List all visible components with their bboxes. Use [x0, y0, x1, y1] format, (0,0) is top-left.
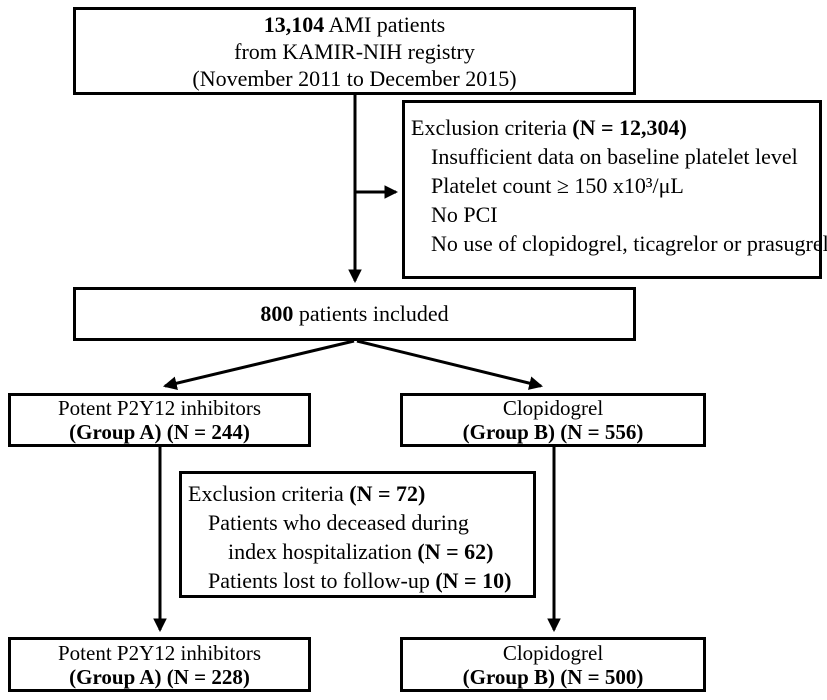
registry-line-2: from KAMIR-NIH registry — [234, 38, 475, 64]
registry-line-3: (November 2011 to December 2015) — [192, 65, 517, 91]
final-b-line-1: Clopidogrel — [502, 640, 604, 665]
exclusion-2-title-text: Exclusion criteria — [188, 481, 350, 506]
included-count: 800 — [260, 301, 294, 326]
exclusion-2-item-2-text: index hospitalization — [228, 539, 418, 564]
final-b-line-2: (Group B) (N = 500) — [462, 664, 644, 689]
box-final-group-a: Potent P2Y12 inhibitors (Group A) (N = 2… — [8, 637, 311, 692]
box-group-b: Clopidogrel (Group B) (N = 556) — [400, 393, 706, 447]
exclusion-1-item-3: No PCI — [431, 202, 498, 227]
exclusion-1-item-2: Platelet count ≥ 150 x10³/μL — [431, 173, 684, 198]
exclusion-2-item-3-text: Patients lost to follow-up — [208, 568, 436, 593]
exclusion-1-item-4: No use of clopidogrel, ticagrelor or pra… — [431, 231, 827, 256]
exclusion-2-item-2: index hospitalization (N = 62) — [188, 537, 531, 566]
final-a-line-1: Potent P2Y12 inhibitors — [57, 640, 262, 665]
included-line: 800 patients included — [76, 301, 633, 327]
group-b-line-2: (Group B) (N = 556) — [462, 420, 644, 444]
group-a-line-1: Potent P2Y12 inhibitors — [57, 396, 262, 420]
exclusion-2-item-3: Patients lost to follow-up (N = 10) — [188, 566, 531, 595]
exclusion-2-item-2-n: (N = 62) — [417, 539, 494, 564]
exclusion-1-n: (N = 12,304) — [572, 115, 687, 140]
final-a-line-2: (Group A) (N = 228) — [69, 664, 250, 689]
registry-line-1-rest: AMI patients — [324, 11, 446, 37]
arrow-included-to-group-b — [356, 339, 544, 390]
exclusion-1-title: Exclusion criteria (N = 12,304) — [411, 113, 817, 142]
group-a-line-2: (Group A) (N = 244) — [69, 420, 250, 444]
registry-line-1: 13,104 AMI patients — [76, 11, 633, 38]
box-patients-included: 800 patients included — [73, 287, 636, 341]
exclusion-2-item-1: Patients who deceased during — [208, 510, 469, 535]
arrow-included-to-group-a — [162, 339, 355, 390]
box-exclusion-criteria-1: Exclusion criteria (N = 12,304) Insuffic… — [402, 100, 827, 279]
registry-count: 13,104 — [263, 11, 325, 37]
box-exclusion-criteria-2: Exclusion criteria (N = 72) Patients who… — [179, 471, 536, 598]
exclusion-2-item-3-n: (N = 10) — [435, 568, 512, 593]
group-b-line-1: Clopidogrel — [502, 396, 604, 420]
exclusion-2-n: (N = 72) — [349, 481, 426, 506]
exclusion-1-title-text: Exclusion criteria — [411, 115, 573, 140]
box-final-group-b: Clopidogrel (Group B) (N = 500) — [400, 637, 706, 692]
box-registry-patients: 13,104 AMI patients from KAMIR-NIH regis… — [73, 7, 636, 95]
exclusion-2-title: Exclusion criteria (N = 72) — [188, 479, 531, 508]
exclusion-1-item-1: Insufficient data on baseline platelet l… — [431, 144, 798, 169]
box-group-a: Potent P2Y12 inhibitors (Group A) (N = 2… — [8, 393, 311, 447]
included-rest: patients included — [293, 301, 449, 326]
